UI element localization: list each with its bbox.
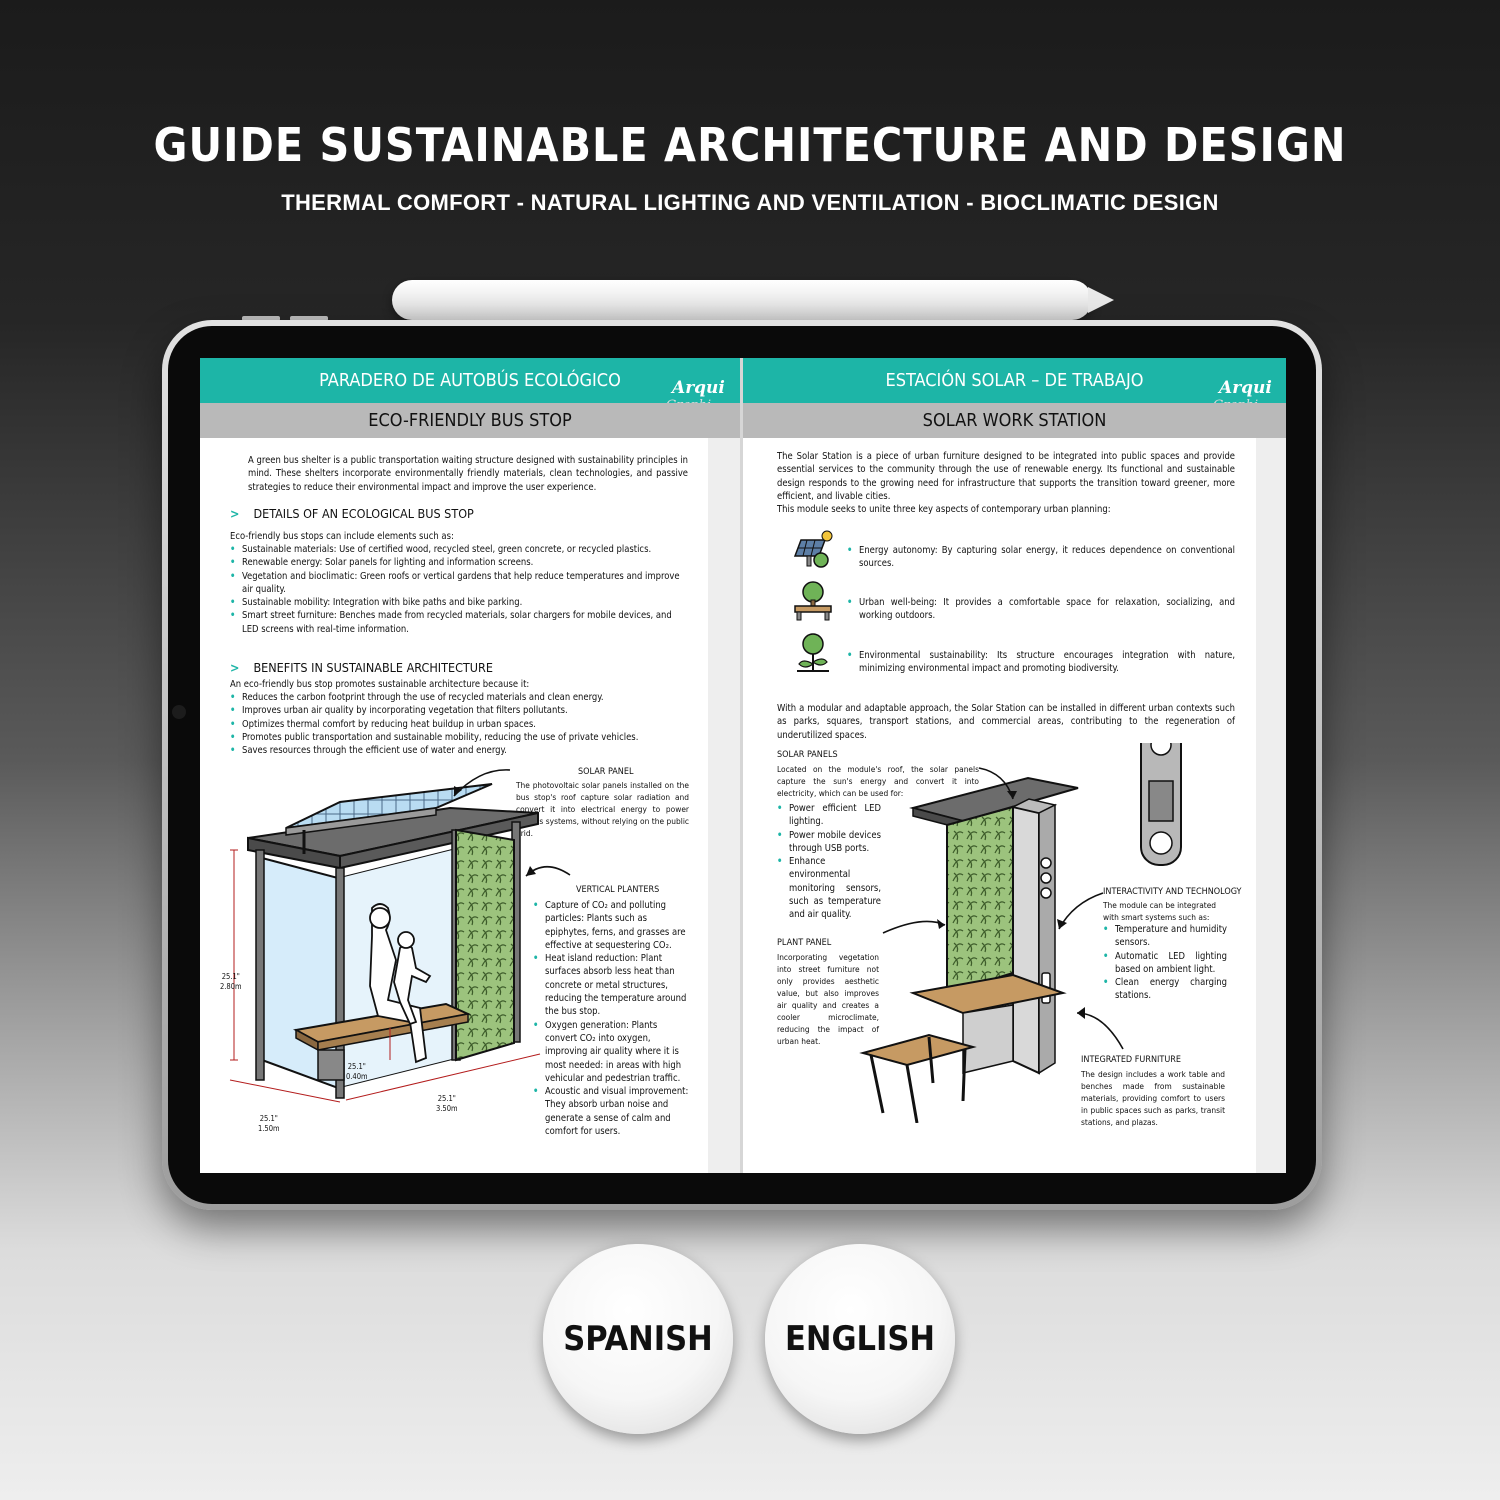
list-item: Power mobile devices through USB ports. — [777, 829, 881, 856]
left-english-title-bar: ECO-FRIENDLY BUS STOP — [200, 403, 740, 438]
right-english-title-bar: SOLAR WORK STATION — [743, 403, 1286, 438]
dimension-seat-height: 25.1" 0.40m — [346, 1062, 368, 1081]
list-item: Optimizes thermal comfort by reducing he… — [230, 718, 700, 732]
tablet-volume-button — [242, 316, 280, 321]
right-intro-text: The Solar Station is a piece of urban fu… — [777, 451, 1235, 502]
list-item: Promotes public transportation and susta… — [230, 731, 700, 745]
stylus-pencil — [392, 280, 1092, 320]
stylus-tip — [1088, 287, 1114, 313]
tablet-camera — [172, 705, 186, 719]
section-heading-details: >DETAILS OF AN ECOLOGICAL BUS STOP — [230, 506, 474, 521]
subtitle: THERMAL COMFORT - NATURAL LIGHTING AND V… — [281, 190, 1219, 215]
solar-panels-label: SOLAR PANELS — [777, 750, 838, 760]
bench-tree-icon — [794, 581, 832, 621]
list-item: Urban well-being: It provides a comforta… — [847, 596, 1235, 623]
left-page-margin — [708, 438, 740, 1173]
section-details-lead: Eco-friendly bus stops can include eleme… — [230, 531, 454, 542]
list-item: Saves resources through the efficient us… — [230, 744, 700, 758]
list-item: Temperature and humidity sensors. — [1103, 923, 1227, 950]
list-item: Capture of CO₂ and polluting particles: … — [533, 899, 689, 952]
details-list: Sustainable materials: Use of certified … — [230, 543, 690, 636]
list-item: Acoustic and visual improvement: They ab… — [533, 1085, 689, 1138]
plant-panel-text: Incorporating vegetation into street fur… — [777, 952, 879, 1046]
left-english-title: ECO-FRIENDLY BUS STOP — [368, 410, 572, 431]
right-page-margin — [1256, 438, 1286, 1173]
tablet-screen: PARADERO DE AUTOBÚS ECOLÓGICO ArquiGraph… — [200, 358, 1286, 1173]
plant-panel-label: PLANT PANEL — [777, 938, 832, 948]
list-item: Automatic LED lighting based on ambient … — [1103, 950, 1227, 977]
spanish-language-button[interactable]: SPANISH — [543, 1244, 733, 1434]
list-item: Oxygen generation: Plants convert CO₂ in… — [533, 1019, 689, 1085]
modular-text: With a modular and adaptable approach, t… — [777, 703, 1235, 741]
aspect-energy: Energy autonomy: By capturing solar ener… — [847, 544, 1235, 571]
aspect-sustainability: Environmental sustainability: Its struct… — [847, 649, 1235, 676]
list-item: Sustainable materials: Use of certified … — [230, 543, 690, 557]
dimension-depth: 25.1" 1.50m — [258, 1114, 280, 1133]
solar-panels-list: Power efficient LED lighting. Power mobi… — [777, 802, 881, 922]
dimension-height: 25.1" 2.80m — [220, 972, 242, 991]
english-language-button[interactable]: ENGLISH — [765, 1244, 955, 1434]
list-item: Renewable energy: Solar panels for light… — [230, 556, 690, 570]
right-spanish-title: ESTACIÓN SOLAR – DE TRABAJO — [885, 370, 1144, 391]
left-spanish-title-bar: PARADERO DE AUTOBÚS ECOLÓGICO — [200, 358, 740, 403]
section-benefits-lead: An eco-friendly bus stop promotes sustai… — [230, 679, 530, 690]
left-intro-text: A green bus shelter is a public transpor… — [248, 455, 688, 493]
solar-panel-icon — [793, 530, 833, 568]
list-item: Enhance environmental monitoring sensors… — [777, 855, 881, 921]
bus-stop-illustration — [229, 769, 571, 1103]
right-spanish-title-bar: ESTACIÓN SOLAR – DE TRABAJO — [743, 358, 1286, 403]
list-item: Energy autonomy: By capturing solar ener… — [847, 544, 1235, 571]
list-item: Improves urban air quality by incorporat… — [230, 704, 700, 718]
section-heading-benefits: >BENEFITS IN SUSTAINABLE ARCHITECTURE — [230, 660, 493, 675]
book-spine — [740, 358, 743, 1173]
solar-panel-label: SOLAR PANEL — [578, 767, 634, 777]
integrated-furniture-text: The design includes a work table and ben… — [1081, 1069, 1225, 1127]
list-item: Heat island reduction: Plant surfaces ab… — [533, 952, 689, 1018]
benefits-list: Reduces the carbon footprint through the… — [230, 691, 700, 758]
list-item: Clean energy charging stations. — [1103, 976, 1227, 1003]
solar-panels-text: Located on the module's roof, the solar … — [777, 764, 979, 798]
list-item: Environmental sustainability: Its struct… — [847, 649, 1235, 676]
vertical-planters-label: VERTICAL PLANTERS — [576, 885, 660, 895]
interactivity-text: The module can be integrated with smart … — [1103, 900, 1217, 922]
right-english-title: SOLAR WORK STATION — [922, 410, 1107, 431]
aspect-wellbeing: Urban well-being: It provides a comforta… — [847, 596, 1235, 623]
main-title: GUIDE SUSTAINABLE ARCHITECTURE AND DESIG… — [153, 118, 1347, 172]
solar-station-illustration — [859, 743, 1182, 1123]
tablet-volume-button — [290, 316, 328, 321]
solar-panel-text: The photovoltaic solar panels installed … — [516, 780, 689, 838]
list-item: Vegetation and bioclimatic: Green roofs … — [230, 570, 690, 597]
list-item: Power efficient LED lighting. — [777, 802, 881, 829]
list-item: Reduces the carbon footprint through the… — [230, 691, 700, 705]
right-page: ESTACIÓN SOLAR – DE TRABAJO ArquiGraphi … — [743, 358, 1286, 1173]
left-spanish-title: PARADERO DE AUTOBÚS ECOLÓGICO — [319, 370, 621, 391]
interactivity-list: Temperature and humidity sensors. Automa… — [1103, 923, 1227, 1003]
list-item: Sustainable mobility: Integration with b… — [230, 596, 690, 610]
plant-tree-icon — [797, 633, 829, 672]
interactivity-label: INTERACTIVITY AND TECHNOLOGY — [1103, 887, 1242, 897]
dimension-width: 25.1" 3.50m — [436, 1094, 458, 1113]
left-page: PARADERO DE AUTOBÚS ECOLÓGICO ArquiGraph… — [200, 358, 740, 1173]
vertical-planters-list: Capture of CO₂ and polluting particles: … — [533, 899, 689, 1138]
list-item: Smart street furniture: Benches made fro… — [230, 609, 690, 636]
integrated-furniture-label: INTEGRATED FURNITURE — [1081, 1055, 1182, 1065]
right-intro-aspects: This module seeks to unite three key asp… — [777, 504, 1111, 515]
